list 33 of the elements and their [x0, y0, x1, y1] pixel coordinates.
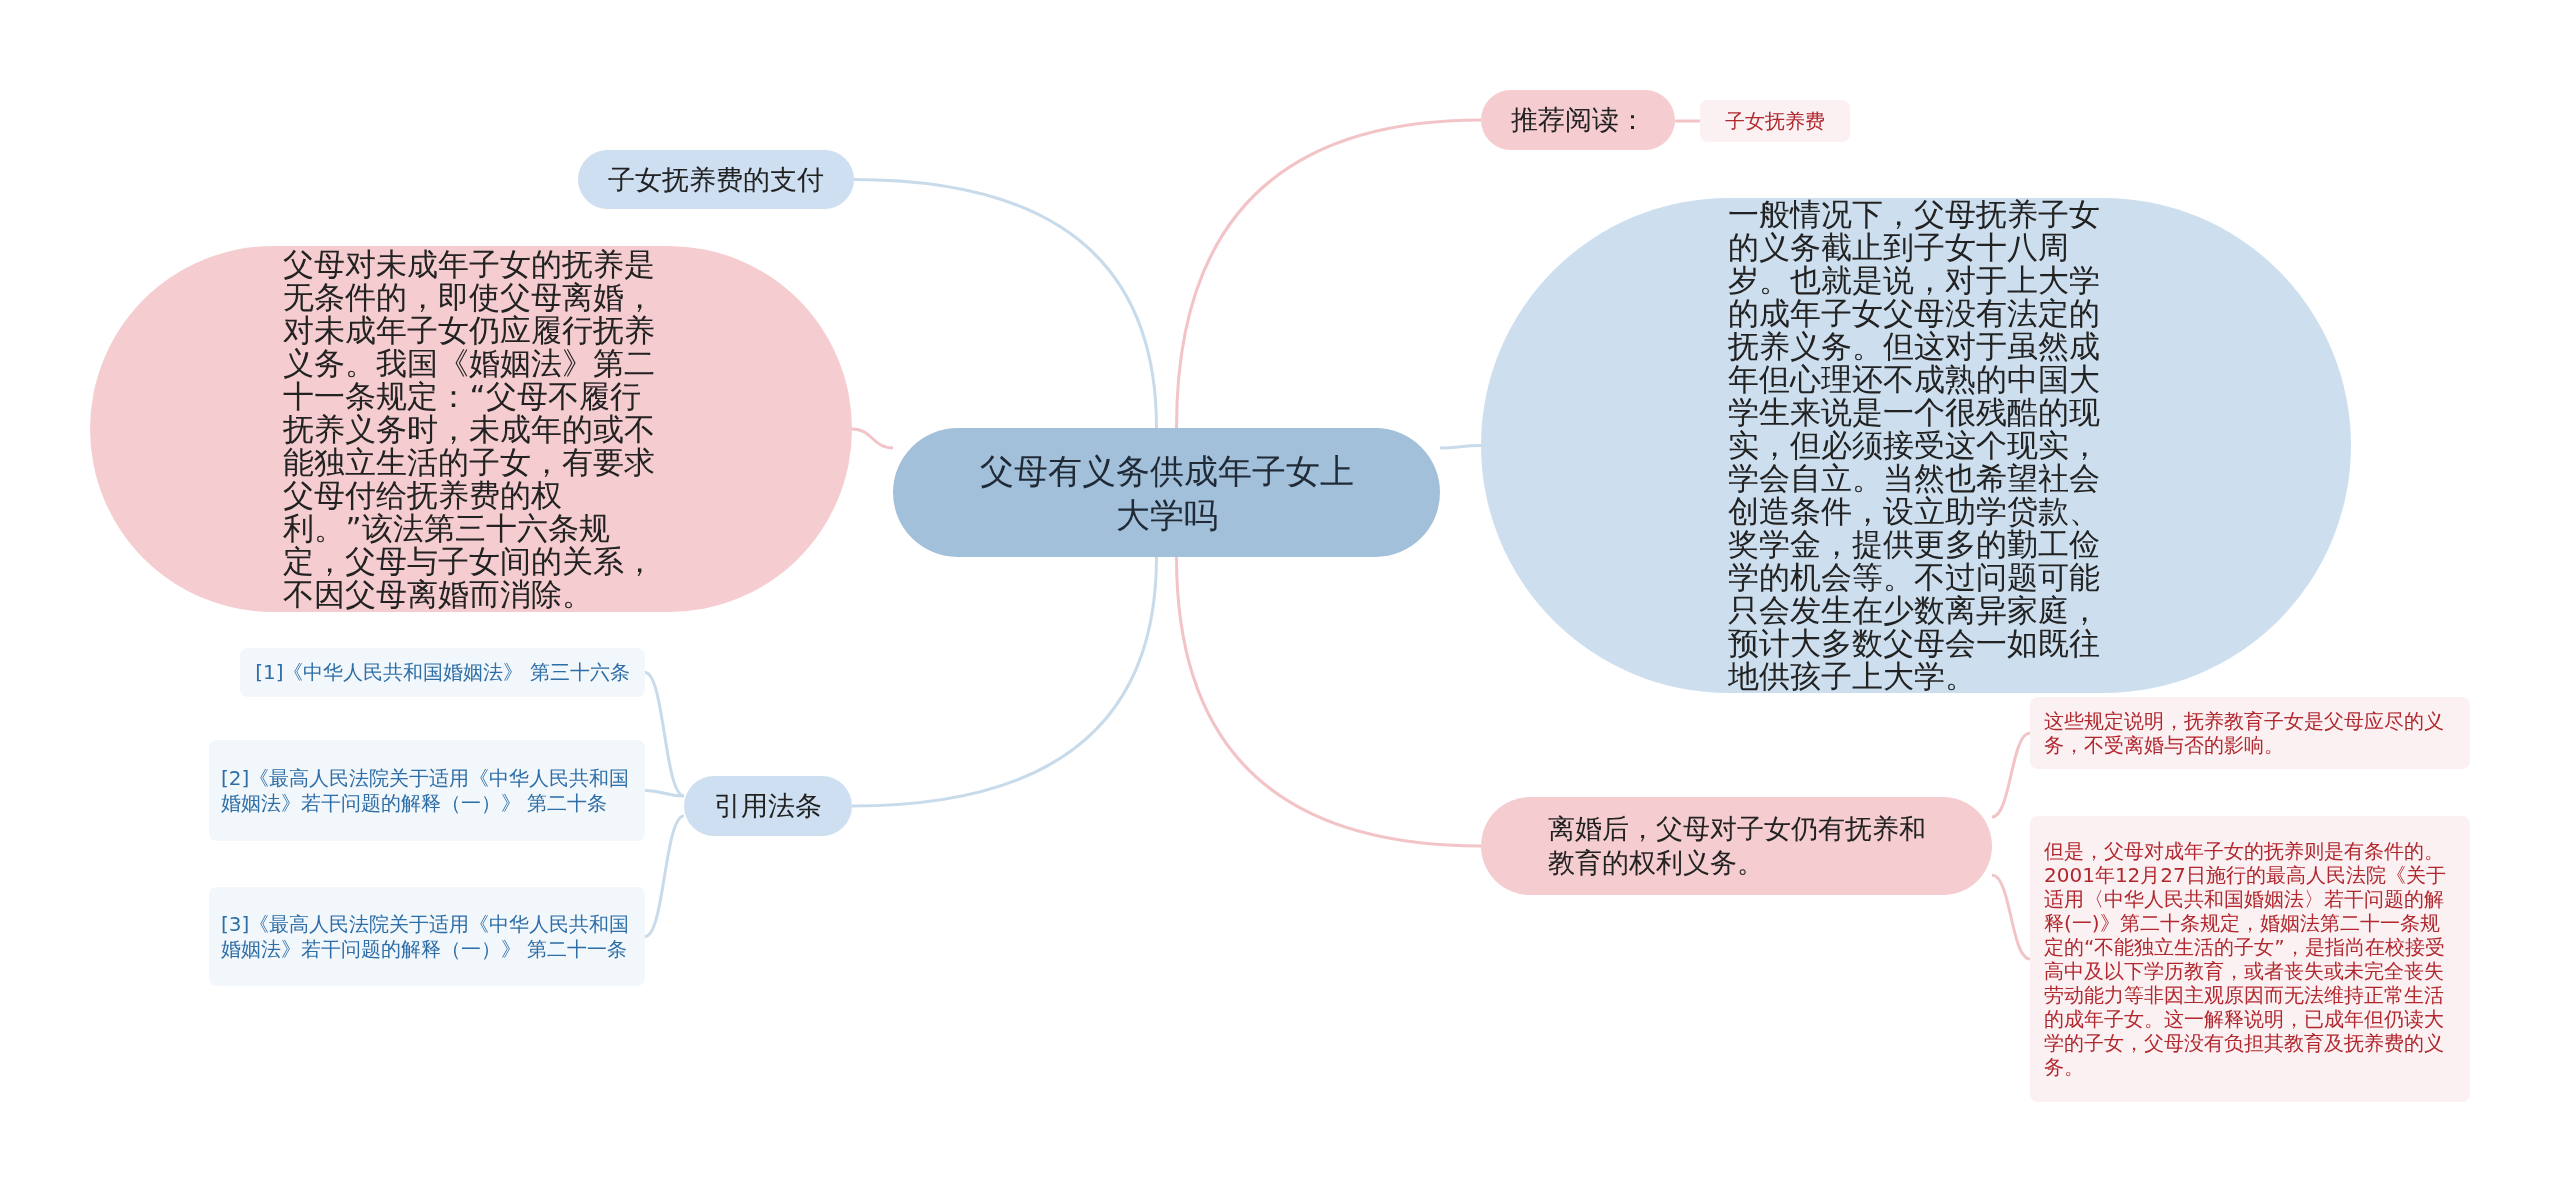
connector-line [851, 427, 894, 450]
note-box [2030, 816, 2470, 1102]
node-text: [1]《中华人民共和国婚姻法》 第三十六条 [255, 660, 630, 685]
connector-line [644, 789, 685, 798]
node-text: 子女抚养费 [1724, 109, 1826, 133]
node-text: 子女抚养费的支付 [608, 162, 824, 197]
subtopic-box [1700, 100, 1850, 142]
branch-box [684, 776, 852, 836]
node-text: 离婚后，父母对子女仍有抚养和教育的权利义务。 [1547, 812, 1926, 880]
citation-box [209, 740, 645, 841]
connector-line [853, 178, 1158, 429]
node-text: 一般情况下，父母抚养子女的义务截止到子女十八周岁。也就是说，对于上大学的成年子女父母没有法定的抚养义务。但这对于虽然成年但心理还不成熟的中国大学生来说是一个很残酷的现实，但必须接受这个现实，学会自立。当然也希望社会创造条件，设立助学贷款、奖学金，提供更多的勤工俭学的机会等。不过问题可能只会发生在少数离异家庭，预计大多数父母会一如既往地供孩子上大学。 [1728, 198, 2102, 693]
connector-line [1675, 119, 1700, 123]
node-text: 父母对未成年子女的抚养是无条件的，即使父母离婚，对未成年子女仍应履行抚养义务。我国《婚姻法》第二十一条规定：“父母不履行抚养义务时，未成年的或不能独立生活的子女，有要求父母付给抚养费的权利。”该法第三十六条规定，父母与子女间的关系，不因父母离婚而消除。 [283, 247, 657, 611]
connector-line [644, 814, 685, 938]
connector-line [1991, 731, 2031, 819]
node-text: 引用法条 [714, 789, 822, 823]
node-text: 推荐阅读： [1510, 103, 1646, 137]
connector-line [1440, 444, 1481, 450]
node-text: [3]《最高人民法院关于适用《中华人民共和国婚姻法》若干问题的解释（一）》 第二十一条 [221, 911, 631, 962]
connector-line [1991, 873, 2031, 961]
note-box [2030, 697, 2470, 769]
connector-line [851, 556, 1158, 808]
node-text: 但是，父母对成年子女的抚养则是有条件的。2001年12月27日施行的最高人民法院《关于适用〈中华人民共和国婚姻法〉若干问题的解释(一)》第二十条规定，婚姻法第二十一条规定的“不能独立生活的子女”，是指尚在校接受高中及以下学历教育，或者丧失或未完全丧失劳动能力等非因主观原因而无法维持正常生活的成年子女。这一解释说明，已成年但仍读大学的子女，父母没有负担其教育及抚养费的义务。 [2044, 839, 2447, 1079]
connector-line [1175, 118, 1482, 429]
node-text: [2]《最高人民法院关于适用《中华人民共和国婚姻法》若干问题的解释（一）》 第二十条 [221, 765, 631, 816]
node-text: 这些规定说明，抚养教育子女是父母应尽的义务，不受离婚与否的影响。 [2044, 709, 2445, 757]
connector-line [1175, 556, 1482, 848]
branch-box [1481, 90, 1675, 150]
node-text: 父母有义务供成年子女上大学吗 [979, 449, 1354, 537]
citation-box [209, 887, 645, 986]
citation-box [240, 648, 645, 697]
branch-box [1481, 797, 1992, 895]
